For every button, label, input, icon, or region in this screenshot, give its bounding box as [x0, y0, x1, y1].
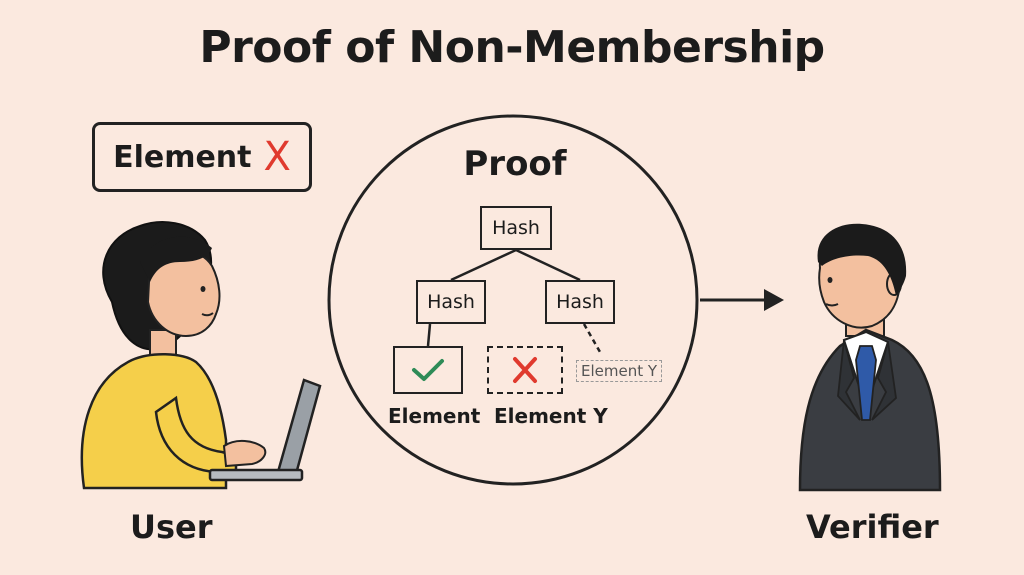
- user-illustration: [80, 221, 322, 490]
- hash-node-right: Hash: [545, 280, 615, 324]
- connector-root-right: [515, 248, 581, 282]
- leaf-right-label: Element Y: [494, 404, 608, 428]
- leaf-element-y-cross: [487, 346, 563, 394]
- element-x-box: Element X: [92, 122, 312, 192]
- connector-root-left: [450, 248, 517, 282]
- cross-icon: [513, 357, 537, 383]
- proof-circle: [327, 114, 699, 486]
- connector-right-ghost: [582, 323, 602, 353]
- user-label: User: [130, 508, 213, 546]
- hash-node-left: Hash: [416, 280, 486, 324]
- proof-title: Proof: [463, 144, 567, 184]
- leaf-element-check: [393, 346, 463, 394]
- element-x-mark: X: [263, 134, 291, 180]
- check-icon: [412, 359, 444, 381]
- element-x-label: Element: [113, 139, 252, 175]
- page-title: Proof of Non-Membership: [199, 22, 825, 73]
- connector-left-leaf: [426, 323, 432, 347]
- hash-node-root: Hash: [480, 206, 552, 250]
- verifier-label: Verifier: [806, 508, 939, 546]
- arrow-head: [764, 289, 784, 311]
- leaf-left-label: Element: [388, 404, 481, 428]
- verifier-illustration: [798, 223, 942, 492]
- ghost-element-y-label: Element Y: [576, 360, 663, 382]
